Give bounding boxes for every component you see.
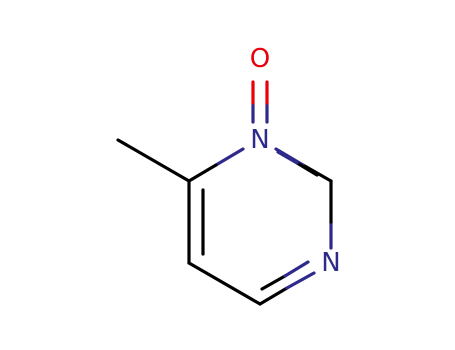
bond-c4-n3-b [285, 271, 316, 290]
atom-nitrogen-oxide: N [250, 125, 269, 155]
bond-methyl [116, 138, 191, 183]
atom-oxygen: O [250, 44, 270, 74]
bond-c4-n3-a [258, 286, 289, 306]
atom-nitrogen-ring: N [321, 248, 340, 278]
bond-n1-c6-a [214, 147, 245, 167]
bond-c4-n3-inner-a [260, 274, 287, 291]
bond-c2-n1-inner-a [295, 161, 319, 177]
bond-n1-c6-b [187, 163, 218, 183]
bond-c5-c4 [187, 261, 262, 306]
bond-c4-n3-inner-b [283, 260, 310, 278]
bond-c2-n1-inner-b [276, 150, 299, 165]
